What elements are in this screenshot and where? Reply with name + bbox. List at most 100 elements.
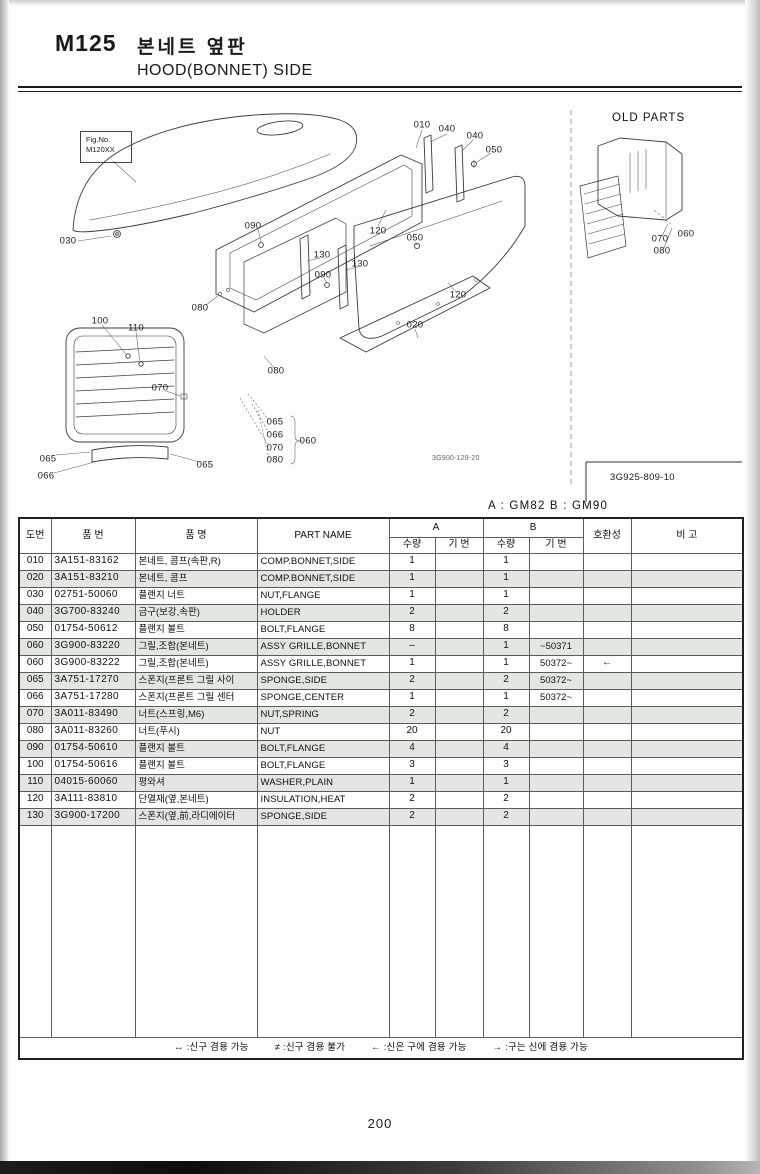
cell-serial-b: [528, 705, 584, 724]
fig-no-box: Fig.No. M120XX: [80, 131, 132, 163]
scan-edge-bottom: [0, 1161, 760, 1174]
cell-ref-no: 065: [18, 671, 52, 690]
cell-part-no: 3A011-83490: [50, 705, 136, 724]
empty-cell: [256, 824, 390, 1038]
part-callout-050: 050: [406, 232, 424, 244]
legend-row: ↔ :신구 겸용 가능≠ :신구 겸용 불가← :신은 구에 겸용 가능→ :구…: [18, 1036, 744, 1060]
col-header-note: 비 고: [630, 517, 744, 554]
cell-note: [630, 586, 744, 605]
part-callout-090: 090: [244, 220, 262, 232]
cell-part-no: 3G900-17200: [50, 807, 136, 826]
part-callout-065: 065: [266, 416, 284, 428]
col-header-serial-a: 기 번: [434, 536, 484, 554]
cell-note: [630, 790, 744, 809]
cell-part-name-ko: 너트(푸시): [134, 722, 258, 741]
cell-serial-a: [434, 756, 484, 775]
cell-qty-b: 3: [482, 756, 530, 775]
col-group-a: A: [388, 517, 484, 538]
part-callout-130: 130: [351, 258, 369, 270]
empty-cell: [388, 824, 436, 1038]
cell-compat: [582, 705, 632, 724]
part-callout-030: 030: [59, 235, 77, 247]
cell-qty-a: –: [388, 637, 436, 656]
cell-ref-no: 070: [18, 705, 52, 724]
cell-qty-b: 8: [482, 620, 530, 639]
cell-qty-b: 2: [482, 603, 530, 622]
col-header-qty-b: 수량: [482, 536, 530, 554]
part-callout-050: 050: [485, 144, 503, 156]
empty-cell: [18, 824, 52, 1038]
cell-part-name-ko: 너트(스프링,M6): [134, 705, 258, 724]
scan-edge-top: [0, 0, 760, 6]
cell-qty-a: 2: [388, 790, 436, 809]
part-callout-090: 090: [314, 269, 332, 281]
section-code: M125: [55, 30, 117, 56]
cell-part-name-ko: 플랜지 볼트: [134, 620, 258, 639]
cell-part-no: 04015-60060: [50, 773, 136, 792]
cell-qty-a: 1: [388, 586, 436, 605]
cell-serial-a: [434, 603, 484, 622]
cell-part-name-en: COMP.BONNET,SIDE: [256, 552, 390, 571]
cell-compat: [582, 569, 632, 588]
col-header-qty-a: 수량: [388, 536, 436, 554]
cell-part-name-ko: 단열재(옆,본네트): [134, 790, 258, 809]
cell-note: [630, 603, 744, 622]
legend-row-content: ↔ :신구 겸용 가능≠ :신구 겸용 불가← :신은 구에 겸용 가능→ :구…: [18, 1036, 744, 1060]
cell-serial-a: [434, 569, 484, 588]
cell-part-no: 02751-50060: [50, 586, 136, 605]
cell-qty-b: 2: [482, 807, 530, 826]
cell-part-name-ko: 스폰지(프론트 그릴 사이: [134, 671, 258, 690]
cell-qty-b: 20: [482, 722, 530, 741]
cell-part-name-ko: 그릴,조합(본네트): [134, 654, 258, 673]
cell-serial-b: 50372~: [528, 671, 584, 690]
cell-note: [630, 705, 744, 724]
cell-serial-b: [528, 620, 584, 639]
part-callout-040: 040: [466, 130, 484, 142]
cell-qty-a: 1: [388, 773, 436, 792]
cell-part-no: 3A151-83210: [50, 569, 136, 588]
cell-serial-b: [528, 569, 584, 588]
col-header-serial-b: 기 번: [528, 536, 584, 554]
table-empty-area: [18, 824, 744, 1038]
part-callout-060: 060: [299, 435, 317, 447]
cell-note: [630, 722, 744, 741]
part-callout-120: 120: [369, 225, 387, 237]
cell-ref-no: 090: [18, 739, 52, 758]
cell-part-name-ko: 스폰지(옆,前,라디에이터: [134, 807, 258, 826]
empty-cell: [630, 824, 744, 1038]
cell-qty-a: 2: [388, 603, 436, 622]
cell-part-no: 3A751-17270: [50, 671, 136, 690]
cell-compat: [582, 756, 632, 775]
page-number: 200: [367, 1116, 393, 1131]
cell-part-name-en: SPONGE,SIDE: [256, 671, 390, 690]
cell-note: [630, 671, 744, 690]
cell-serial-a: [434, 552, 484, 571]
cell-part-name-ko: 플랜지 볼트: [134, 739, 258, 758]
cell-part-name-ko: 플랜지 볼트: [134, 756, 258, 775]
cell-serial-a: [434, 807, 484, 826]
cell-ref-no: 130: [18, 807, 52, 826]
empty-cell: [50, 824, 136, 1038]
empty-cell: [134, 824, 258, 1038]
cell-note: [630, 654, 744, 673]
cell-note: [630, 756, 744, 775]
cell-part-name-en: SPONGE,CENTER: [256, 688, 390, 707]
empty-cell: [482, 824, 530, 1038]
cell-serial-a: [434, 773, 484, 792]
legend-item: ≠ :신구 겸용 불가: [274, 1041, 346, 1053]
cell-part-name-ko: 그릴,조합(본네트): [134, 637, 258, 656]
cell-part-name-en: INSULATION,HEAT: [256, 790, 390, 809]
cell-part-name-ko: 플랜지 너트: [134, 586, 258, 605]
cell-compat: [582, 603, 632, 622]
parts-diagram: Fig.No. M120XX OLD PARTS 3G900-129-20 3G…: [18, 98, 742, 502]
legend-item: ↔ :신구 겸용 가능: [174, 1041, 249, 1053]
